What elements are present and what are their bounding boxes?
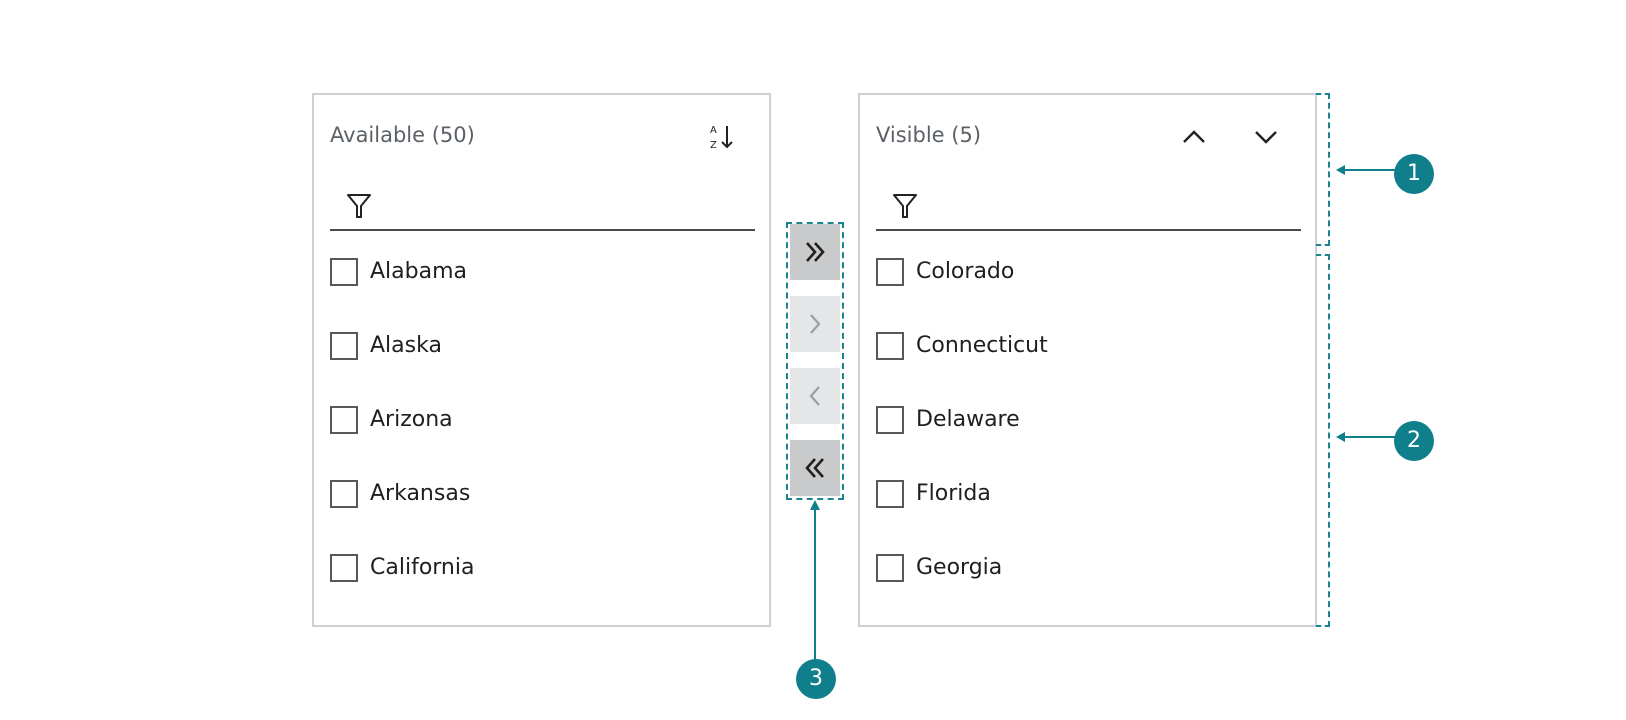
list-item[interactable]: Alaska <box>330 332 750 406</box>
svg-text:Z: Z <box>710 140 717 151</box>
available-title: Available (50) <box>330 123 475 147</box>
filter-icon <box>347 194 371 218</box>
available-filter-input[interactable] <box>386 191 750 225</box>
chevron-up-icon <box>1183 130 1205 143</box>
annotation-arrow-1 <box>1336 165 1396 175</box>
list-item[interactable]: Colorado <box>876 258 1296 332</box>
list-item[interactable]: Florida <box>876 480 1296 554</box>
visible-panel: Visible (5) Colorado Connecticut Delawar… <box>858 93 1317 627</box>
checkbox[interactable] <box>876 406 904 434</box>
move-selected-right-button[interactable] <box>790 296 840 352</box>
item-label: Arkansas <box>370 481 471 506</box>
list-item[interactable]: Arizona <box>330 406 750 480</box>
list-item[interactable]: Connecticut <box>876 332 1296 406</box>
checkbox[interactable] <box>330 480 358 508</box>
checkbox[interactable] <box>876 480 904 508</box>
double-chevron-right-icon <box>806 242 825 262</box>
list-item[interactable]: Delaware <box>876 406 1296 480</box>
list-item[interactable]: California <box>330 554 750 628</box>
item-label: Georgia <box>916 555 1003 580</box>
annotation-bracket-header <box>1316 93 1330 246</box>
available-filter <box>330 187 755 231</box>
item-label: Delaware <box>916 407 1020 432</box>
item-label: Florida <box>916 481 991 506</box>
visible-filter-input[interactable] <box>932 191 1296 225</box>
visible-list: Colorado Connecticut Delaware Florida Ge… <box>876 258 1296 628</box>
checkbox[interactable] <box>876 554 904 582</box>
available-panel: Available (50) A Z Alabama Alaska Arizon… <box>312 93 771 627</box>
annotation-arrow-2 <box>1336 432 1396 442</box>
item-label: California <box>370 555 475 580</box>
move-selected-left-button[interactable] <box>790 368 840 424</box>
checkbox[interactable] <box>876 258 904 286</box>
item-label: Alabama <box>370 259 468 284</box>
chevron-left-icon <box>809 386 820 406</box>
checkbox[interactable] <box>330 332 358 360</box>
item-label: Colorado <box>916 259 1015 284</box>
visible-filter <box>876 187 1301 231</box>
sort-alpha-icon: A Z <box>710 125 733 151</box>
move-up-button[interactable] <box>1176 119 1212 155</box>
list-item[interactable]: Arkansas <box>330 480 750 554</box>
checkbox[interactable] <box>330 258 358 286</box>
callout-2: 2 <box>1394 421 1434 461</box>
annotation-arrow-3 <box>810 500 820 672</box>
item-label: Arizona <box>370 407 453 432</box>
move-all-right-button[interactable] <box>790 224 840 280</box>
chevron-right-icon <box>810 314 821 334</box>
double-chevron-left-icon <box>805 458 824 478</box>
list-item[interactable]: Georgia <box>876 554 1296 628</box>
available-list: Alabama Alaska Arizona Arkansas Californ… <box>330 258 750 628</box>
svg-text:A: A <box>710 125 717 136</box>
checkbox[interactable] <box>876 332 904 360</box>
annotation-bracket-list <box>1316 254 1330 627</box>
list-item[interactable]: Alabama <box>330 258 750 332</box>
filter-icon <box>893 194 917 218</box>
item-label: Connecticut <box>916 333 1048 358</box>
callout-3: 3 <box>796 659 836 699</box>
checkbox[interactable] <box>330 406 358 434</box>
item-label: Alaska <box>370 333 442 358</box>
visible-title: Visible (5) <box>876 123 982 147</box>
move-down-button[interactable] <box>1248 119 1284 155</box>
callout-1: 1 <box>1394 154 1434 194</box>
sort-button[interactable]: A Z <box>704 119 740 155</box>
chevron-down-icon <box>1255 131 1277 144</box>
transfer-button-group <box>786 222 844 500</box>
move-all-left-button[interactable] <box>790 440 840 496</box>
checkbox[interactable] <box>330 554 358 582</box>
